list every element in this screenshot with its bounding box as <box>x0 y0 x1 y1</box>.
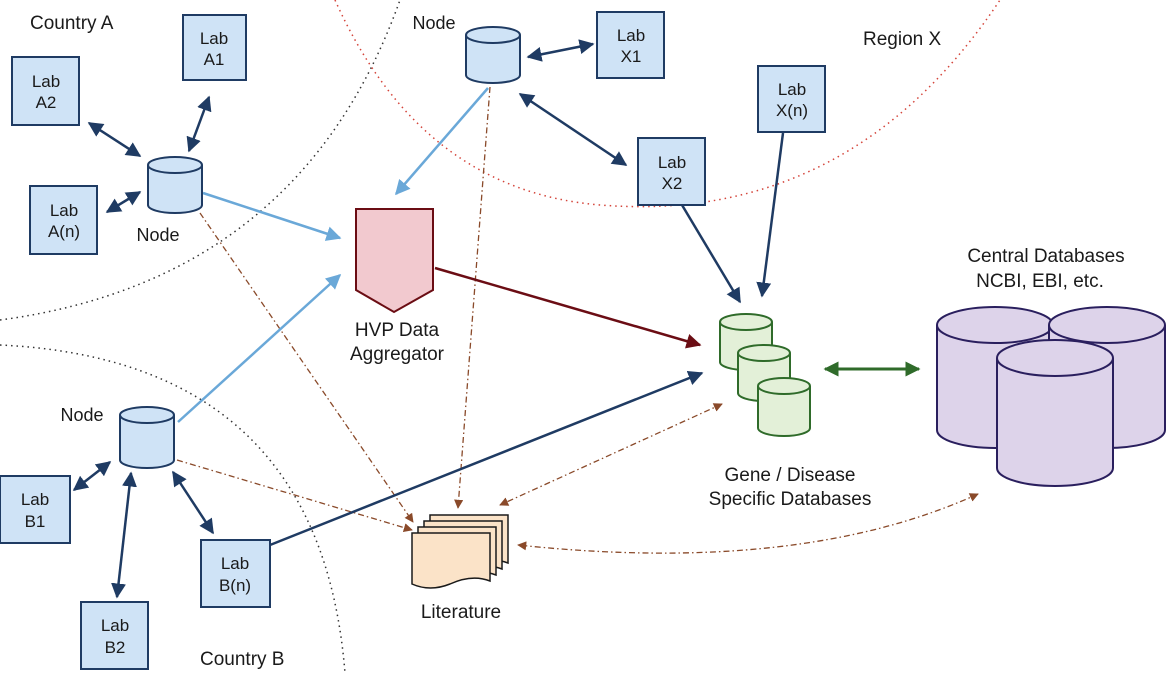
link-lab-x2-gene-db <box>680 204 742 304</box>
node-b-cylinder-icon <box>119 406 175 469</box>
lab-a2: Lab A2 <box>11 56 80 126</box>
lab-a2-line1: Lab <box>32 72 60 91</box>
node-a-label: Node <box>136 225 179 245</box>
aggregator-links <box>177 87 489 423</box>
aggregator-label-line1: HVP Data <box>355 320 440 341</box>
link-node-b-lab-bn <box>171 470 215 535</box>
literature-documents-icon <box>411 514 509 589</box>
link-node-b-lab-b1 <box>72 461 112 491</box>
aggregator-shape-icon <box>355 208 434 314</box>
link-node-x-lab-x1 <box>526 39 595 62</box>
aggregator-label-line2: Aggregator <box>350 344 445 365</box>
country-b-label: Country B <box>200 649 284 670</box>
lab-a2-line2: A2 <box>36 93 57 112</box>
lab-an-line2: A(n) <box>48 222 80 241</box>
central-db-cylinders-icon <box>936 306 1166 487</box>
region-x-label: Region X <box>863 29 941 50</box>
link-node-b-lab-b2 <box>111 471 137 599</box>
lab-xn-line1: Lab <box>778 80 806 99</box>
lab-bn-line1: Lab <box>221 554 249 573</box>
lab-an-line1: Lab <box>50 201 78 220</box>
link-gene-db-literature <box>499 403 723 506</box>
link-node-x-aggregator <box>395 87 489 196</box>
lab-b1-line2: B1 <box>25 512 46 531</box>
link-lab-xn-gene-db <box>756 132 785 298</box>
lab-x1-line1: Lab <box>617 26 645 45</box>
node-x-cylinder-icon <box>465 26 521 84</box>
country-a-boundary <box>0 0 401 321</box>
link-node-a-literature <box>199 212 414 523</box>
literature-links <box>176 86 979 554</box>
lab-an: Lab A(n) <box>29 185 98 255</box>
link-node-b-aggregator <box>177 273 342 423</box>
lab-x2-line1: Lab <box>658 153 686 172</box>
lab-a1-line1: Lab <box>200 29 228 48</box>
central-db-label-line2: NCBI, EBI, etc. <box>976 271 1104 292</box>
lab-xn-line2: X(n) <box>776 101 808 120</box>
region-boundaries <box>0 0 1001 673</box>
lab-x1: Lab X1 <box>596 11 665 79</box>
lab-b2: Lab B2 <box>80 601 149 670</box>
link-node-x-literature <box>454 86 491 509</box>
central-db-label-line1: Central Databases <box>967 246 1124 267</box>
gene-db-label-line2: Specific Databases <box>709 489 872 510</box>
lab-xn: Lab X(n) <box>757 65 826 133</box>
node-x-label: Node <box>412 13 455 33</box>
lab-links <box>72 39 785 599</box>
lab-b2-line1: Lab <box>101 616 129 635</box>
link-lab-bn-gene-db <box>269 371 704 547</box>
node-a-cylinder-icon <box>147 156 203 214</box>
link-lab-a1-node-a <box>186 95 212 153</box>
link-aggregator-gene-db <box>434 266 702 349</box>
lab-b2-line2: B2 <box>105 638 126 657</box>
link-central-db-literature <box>517 493 979 554</box>
literature-label: Literature <box>421 602 501 623</box>
link-node-b-literature <box>176 459 413 533</box>
country-a-label: Country A <box>30 13 114 34</box>
gene-db-cylinders-icon <box>719 313 811 437</box>
link-node-a-aggregator <box>202 191 342 241</box>
lab-x2-line2: X2 <box>662 174 683 193</box>
link-node-x-lab-x2 <box>518 92 628 167</box>
lab-x1-line2: X1 <box>621 47 642 66</box>
gene-db-label-line1: Gene / Disease <box>725 465 856 486</box>
lab-x2: Lab X2 <box>637 137 706 206</box>
lab-bn-line2: B(n) <box>219 576 251 595</box>
lab-b1-line1: Lab <box>21 490 49 509</box>
lab-a1-line2: A1 <box>204 50 225 69</box>
lab-a1: Lab A1 <box>182 14 247 81</box>
lab-b1: Lab B1 <box>0 475 71 544</box>
node-b-label: Node <box>60 405 103 425</box>
link-lab-an-node-a <box>105 190 142 214</box>
region-x-boundary <box>334 0 1001 208</box>
link-lab-a2-node-a <box>87 121 142 158</box>
lab-bn: Lab B(n) <box>200 539 271 608</box>
